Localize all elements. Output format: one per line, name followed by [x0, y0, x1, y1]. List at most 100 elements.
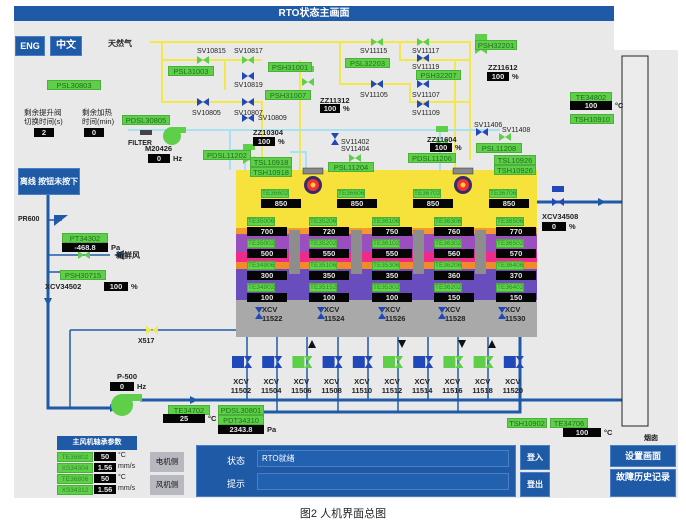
valve-sv11402-icon[interactable]: [331, 133, 339, 145]
valve-sv11119-icon[interactable]: [417, 54, 429, 62]
lift-valve-label: XCV: [293, 377, 310, 386]
lift-valve-actuator-icon: [413, 356, 426, 368]
settings-button[interactable]: 设置画面: [610, 445, 676, 467]
lift-valve-label: XCV: [474, 377, 491, 386]
lift-switch-time-value: 2: [34, 128, 54, 137]
valve-xcv11514-icon[interactable]: [425, 356, 434, 368]
reading-pdt34310-name: PDT34310: [218, 415, 264, 425]
temp-tag: TE36302: [434, 239, 463, 248]
valve-label-sv10809: SV10809: [258, 115, 287, 122]
valve-sv11404-icon[interactable]: [349, 154, 361, 162]
lift-valve-number: 11506: [291, 386, 312, 395]
temp-value: 570: [496, 249, 536, 258]
bearing-tag: TE36806: [57, 474, 93, 484]
gas-label: 天然气: [108, 39, 132, 48]
valve-xcv11504-icon[interactable]: [274, 356, 283, 368]
bearing-value: 50: [94, 474, 116, 483]
valve-sv11406-icon[interactable]: [476, 128, 488, 136]
valve-sv10807-icon[interactable]: [242, 98, 254, 106]
tag-pdsl30805: PDSL30805: [122, 115, 170, 125]
valve-xcv11520-icon[interactable]: [515, 356, 524, 368]
alarm-status-button[interactable]: 离线 按钮未按下: [18, 168, 80, 195]
temp-tag: TE36406: [496, 261, 525, 270]
valve-sv10815-icon[interactable]: [197, 56, 209, 64]
control-valve-icon[interactable]: [552, 198, 564, 206]
reading-zz11612-value: 100: [487, 72, 509, 81]
reading-zz11604-unit: %: [455, 143, 462, 152]
valve-xcv11522-icon[interactable]: [255, 307, 263, 319]
valve-sv10805-icon[interactable]: [197, 98, 209, 106]
valve-sv10819-icon[interactable]: [242, 72, 254, 80]
valve-xcv11524-icon[interactable]: [317, 307, 325, 319]
control-valve-icon[interactable]: [78, 251, 90, 259]
blank-corner: [614, 0, 686, 50]
valve-sv10817-icon[interactable]: [242, 56, 254, 64]
lift-valve-number: 11510: [351, 386, 373, 395]
valve-xcv11512-icon[interactable]: [395, 356, 403, 368]
bearing-unit: °C: [118, 452, 126, 459]
temp-tag: TE35306: [372, 261, 401, 270]
heating-time-label: 剩余加热 时间(min): [82, 108, 115, 126]
login-button[interactable]: 登入: [520, 445, 550, 470]
valve-xcv11526-icon[interactable]: [378, 307, 386, 319]
logout-button[interactable]: 登出: [520, 472, 550, 497]
inner-valve-label: XCV: [385, 305, 401, 314]
valve-xcv11516-icon[interactable]: [455, 356, 464, 368]
inner-valve-number: 11526: [385, 314, 406, 323]
lift-valve-number: 11512: [381, 386, 403, 395]
temp-value: 750: [372, 227, 412, 236]
valve-xcv11508-icon[interactable]: [334, 356, 343, 368]
valve-xcv11506-icon[interactable]: [304, 356, 313, 368]
valve-sv11105-icon[interactable]: [371, 80, 383, 88]
status-panel: 状态 RTO就绪 提示: [196, 445, 516, 497]
tag-psl30803: PSL30803: [47, 80, 101, 90]
valve-xcv11502-icon[interactable]: [244, 356, 252, 368]
lang-eng-button[interactable]: ENG: [15, 36, 45, 56]
actuator-icon: [475, 34, 487, 40]
filter-icon: [140, 130, 152, 135]
valve-xcv11518-icon[interactable]: [485, 356, 494, 368]
heating-time-value: 0: [84, 128, 104, 137]
valve-xcv11530-icon[interactable]: [498, 307, 506, 319]
valve-sv10809-icon[interactable]: [242, 114, 254, 122]
state-field: RTO就绪: [257, 450, 509, 467]
temp-value: 500: [247, 249, 287, 258]
bearing-tag: XS34312: [57, 485, 93, 495]
valve-xcv11510-icon[interactable]: [364, 356, 373, 368]
lift-valve-actuator-icon: [383, 356, 395, 368]
valve-sv11117-icon[interactable]: [417, 38, 429, 46]
reading-zz11604-value: 100: [430, 143, 452, 152]
pr600-damper-icon: [54, 215, 68, 226]
reading-xcv34508-value: 0: [542, 222, 566, 231]
temp-value: 770: [496, 227, 536, 236]
valve-label-sv10815: SV10815: [197, 48, 226, 55]
tag-psl31003: PSL31003: [168, 66, 214, 76]
inner-valve-label: XCV: [505, 305, 521, 314]
valve-xcv11528-icon[interactable]: [438, 307, 446, 319]
bearing-value: 1.56: [94, 485, 116, 494]
valve-sv11109-icon[interactable]: [417, 100, 429, 108]
reading-te34802-unit: °C: [615, 101, 624, 110]
valve-sv11107-icon[interactable]: [417, 80, 429, 88]
valve-sv11408-icon[interactable]: [499, 133, 511, 141]
valve-label-sv11119: SV11119: [412, 64, 440, 71]
reading-zz11312-name: ZZ11312: [320, 96, 350, 105]
tag-psh31007: PSH31007: [265, 90, 311, 100]
reading-xcv34508-name: XCV34508: [542, 212, 579, 221]
tag-tsh10902: TSH10902: [507, 418, 547, 428]
reading-zz11612-unit: %: [512, 72, 519, 81]
lift-valve-label: XCV: [444, 377, 461, 386]
control-valve-icon[interactable]: [302, 78, 314, 86]
lift-valve-actuator-icon: [292, 356, 305, 368]
reading-zz10304-name: ZZ10304: [253, 128, 284, 137]
fault-history-button[interactable]: 故障历史记录: [610, 469, 676, 497]
fresh-air-arrow: [114, 250, 124, 260]
valve-x517-icon[interactable]: [146, 326, 158, 334]
valve-sv11115-icon[interactable]: [371, 38, 383, 46]
chimney: [621, 55, 649, 427]
temp-value: 350: [372, 271, 412, 280]
lang-zh-button[interactable]: 中文: [50, 36, 82, 56]
lift-valve-number: 11520: [502, 386, 524, 395]
